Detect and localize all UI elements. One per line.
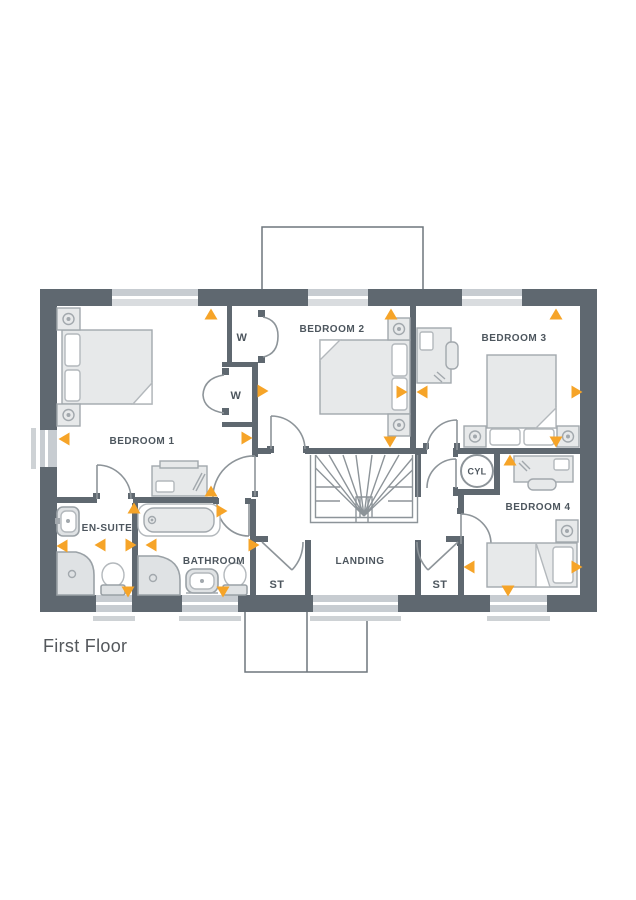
- furniture: [55, 307, 580, 596]
- direction-marker: [501, 585, 515, 597]
- bed-bedroom4: [486, 542, 578, 588]
- direction-marker: [383, 436, 397, 448]
- bathroom-bath: [137, 503, 221, 537]
- direction-marker: [145, 538, 157, 552]
- ensuite-sink: [55, 506, 80, 537]
- direction-marker: [204, 485, 218, 497]
- direction-marker: [121, 586, 135, 598]
- bedroom2-door: [270, 415, 306, 450]
- bathroom-sink: [185, 568, 219, 594]
- direction-marker: [384, 308, 398, 320]
- direction-marker: [216, 504, 228, 518]
- doors: [96, 316, 492, 571]
- landing-label: LANDING: [335, 556, 384, 567]
- direction-marker: [127, 502, 141, 514]
- window-bedroom1-side: [31, 428, 57, 469]
- wardrobe-lower-doors: [202, 374, 225, 414]
- desk-bedroom3: [416, 327, 459, 384]
- direction-marker: [571, 560, 583, 574]
- window-bedroom2: [308, 289, 368, 306]
- ensuite-toilet: [100, 562, 126, 596]
- direction-marker: [257, 384, 269, 398]
- bed-bedroom2: [319, 339, 411, 415]
- staircase: [309, 454, 419, 524]
- bedroom1-label: BEDROOM 1: [109, 436, 174, 447]
- window-bathroom: [179, 595, 241, 621]
- ensuite-label: EN-SUITE: [82, 523, 133, 534]
- desk-bedroom4: [513, 455, 574, 491]
- direction-marker: [396, 385, 408, 399]
- direction-marker: [125, 538, 137, 552]
- window-landing: [310, 595, 401, 621]
- nightstand-bedroom2-bottom: [387, 413, 411, 437]
- direction-marker: [503, 454, 517, 466]
- nightstand-bedroom1-top: [56, 307, 81, 331]
- window-bedroom3: [462, 289, 522, 306]
- store-right-label: ST: [432, 579, 447, 591]
- nightstand-bedroom2-top: [387, 317, 411, 341]
- cylinder-door: [426, 458, 457, 489]
- bedroom1-door: [212, 455, 256, 498]
- direction-marker: [571, 385, 583, 399]
- direction-marker: [248, 538, 260, 552]
- direction-marker: [94, 538, 106, 552]
- wardrobe-upper-label: W: [237, 332, 248, 344]
- nightstand-bedroom3-left: [463, 425, 487, 448]
- store-left-door: [261, 541, 304, 571]
- ensuite-door: [96, 464, 132, 500]
- floor-title: First Floor: [43, 636, 127, 656]
- ground-floor-outline-top: [261, 226, 424, 290]
- dresser-bedroom1: [151, 460, 208, 497]
- direction-marker: [241, 431, 253, 445]
- bathroom-label: BATHROOM: [183, 556, 245, 567]
- wardrobe-lower-label: W: [231, 390, 242, 402]
- window-ensuite: [93, 595, 135, 621]
- nightstand-bedroom4: [555, 519, 579, 543]
- cylinder-label: CYL: [468, 467, 487, 477]
- windows: [31, 289, 550, 621]
- store-right-door: [416, 541, 459, 571]
- ensuite-shower: [56, 551, 95, 596]
- bedroom3-label: BEDROOM 3: [481, 333, 546, 344]
- bathroom-toilet: [222, 562, 248, 596]
- bedroom4-label: BEDROOM 4: [505, 502, 570, 513]
- direction-marker: [58, 432, 70, 446]
- ground-floor-outline-bottom: [244, 612, 368, 673]
- bed-bedroom3: [486, 354, 557, 446]
- window-bedroom1: [112, 289, 198, 306]
- store-left-label: ST: [269, 579, 284, 591]
- window-bedroom4: [487, 595, 550, 621]
- bed-bedroom1: [61, 329, 153, 405]
- direction-marker: [549, 308, 563, 320]
- bathroom-shower: [137, 555, 181, 596]
- bedroom3-door: [426, 419, 458, 451]
- direction-marker: [204, 308, 218, 320]
- wardrobe-upper-doors: [262, 316, 279, 358]
- direction-marker: [549, 436, 563, 448]
- direction-marker: [416, 385, 428, 399]
- direction-marker: [56, 539, 68, 553]
- direction-marker: [216, 586, 230, 598]
- direction-markers: [56, 308, 583, 598]
- bedroom2-label: BEDROOM 2: [299, 324, 364, 335]
- hot-water-cylinder: [460, 454, 494, 488]
- bedroom4-door: [460, 513, 492, 545]
- direction-marker: [463, 560, 475, 574]
- room-labels: BEDROOM 1 BEDROOM 2 BEDROOM 3 BEDROOM 4 …: [82, 324, 570, 591]
- nightstand-bedroom1-bottom: [56, 403, 81, 427]
